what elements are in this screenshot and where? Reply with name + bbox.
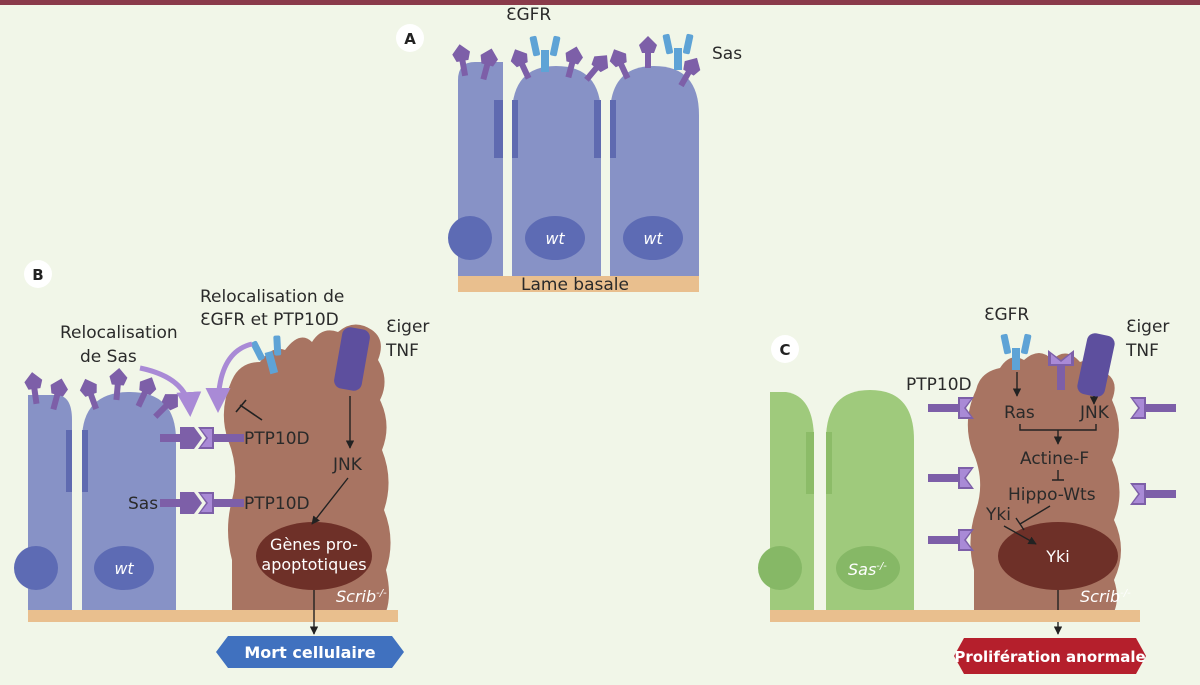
panel-a-wt-label-2: wt: [643, 229, 663, 248]
mort-cellulaire-badge: [216, 636, 404, 668]
panel-b-jnk-label: JNK: [332, 455, 363, 475]
panel-c-yki-nucleus: Yki: [1045, 547, 1069, 566]
panel-b-nucleus-1: [14, 546, 58, 590]
panel-c-ptp10d-label: PTP10D: [906, 375, 972, 395]
panel-b-eiger-label-1: Ɛiger: [386, 317, 429, 337]
proliferation-badge: [954, 638, 1146, 674]
panel-c-actine-label: Actine-F: [1020, 449, 1089, 469]
panel-b-genes-label-1: Gènes pro-: [270, 535, 358, 554]
panel-b-scrib-label: Scrib-/-: [336, 587, 387, 606]
panel-b: B wt Gènes pro- apoptotiques Scrib-/- Ɛi…: [14, 260, 429, 668]
arrow-yki-nucleus: [1003, 525, 1037, 545]
panel-c-hippo-label: Hippo-Wts: [1008, 485, 1096, 505]
panel-a-basal-lamina: [458, 276, 699, 292]
inhibition-mark-b: [235, 399, 263, 421]
panel-a: A wt wt Lame basale: [396, 5, 742, 295]
panel-c-nucleus-2: [836, 546, 900, 590]
reloc-egfr-arrow: [205, 341, 253, 413]
arrow-jnk-genes-b: [311, 477, 349, 525]
panel-b-wt-label: wt: [114, 559, 134, 578]
reloc-sas-arrow: [139, 365, 202, 417]
panel-b-scrib-nucleus: [256, 522, 372, 590]
panel-b-reloc-sas-2: de Sas: [80, 347, 137, 367]
panel-c-jnk-label: JNK: [1079, 403, 1110, 423]
panel-a-letter: A: [404, 30, 416, 48]
panel-b-reloc-egfr-1: Relocalisation de: [200, 287, 344, 307]
panel-b-letter: B: [32, 266, 43, 284]
panel-a-badge: [396, 24, 424, 52]
panel-b-outcome: Mort cellulaire: [244, 643, 375, 662]
panel-b-eiger-label-2: TNF: [385, 341, 419, 361]
panel-b-ptp10d-bottom: PTP10D: [244, 494, 310, 514]
panel-c-nucleus-1: [758, 546, 802, 590]
panel-c-scrib-label: Scrib-/-: [1080, 587, 1131, 606]
panel-b-genes-label-2: apoptotiques: [261, 555, 366, 574]
panel-a-sas-label: Sas: [712, 44, 742, 64]
panel-c-sas-mut-label: Sas-/-: [848, 560, 887, 579]
panel-b-nucleus-2: [94, 546, 154, 590]
inhibit-actine-hippo: [1052, 470, 1064, 481]
panel-b-reloc-egfr-2: ƐGFR et PTP10D: [200, 310, 339, 330]
panel-a-wt-label-1: wt: [545, 229, 565, 248]
eiger-c: [1077, 333, 1115, 397]
panel-a-egfr-label: ƐGFR: [506, 5, 551, 25]
eiger-b: [334, 327, 370, 391]
panel-c-eiger-label-1: Ɛiger: [1126, 317, 1169, 337]
panel-c-ras-label: Ras: [1004, 403, 1035, 423]
ptp10d-top-c: [1048, 350, 1074, 390]
panel-a-basal-label: Lame basale: [521, 275, 629, 295]
panel-b-ptp10d-top: PTP10D: [244, 429, 310, 449]
panel-c-basal-lamina: [770, 610, 1140, 622]
panel-c-yki-small: Yki: [985, 505, 1011, 525]
converge-lines: [1019, 424, 1097, 444]
panel-c-eiger-label-2: TNF: [1125, 341, 1159, 361]
top-accent-bar: [0, 0, 1200, 5]
panel-b-reloc-sas-1: Relocalisation: [60, 323, 178, 343]
panel-c: C Sas-/- Yki Scrib-/- ƐGFR Ɛiger TNF PTP…: [758, 305, 1176, 674]
panel-c-badge: [771, 335, 799, 363]
panel-a-nucleus-1: [448, 216, 492, 260]
panel-b-badge: [24, 260, 52, 288]
panel-c-egfr-label: ƐGFR: [984, 305, 1029, 325]
panel-b-sas-label: Sas: [128, 494, 158, 514]
panel-a-nucleus-2: [525, 216, 585, 260]
inhibit-hippo-yki: [1015, 505, 1051, 531]
panel-c-outcome: Prolifération anormale: [954, 648, 1145, 666]
panel-a-nucleus-3: [623, 216, 683, 260]
panel-c-letter: C: [779, 341, 790, 359]
panel-b-basal-lamina: [28, 610, 398, 622]
